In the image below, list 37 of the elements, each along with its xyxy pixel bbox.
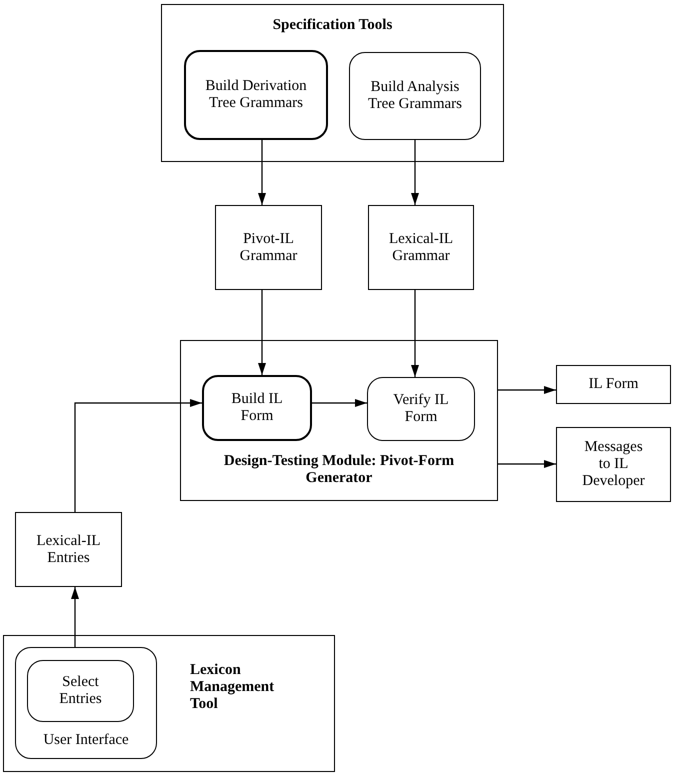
arrow: [258, 290, 266, 375]
node-label: Build Derivation Tree Grammars: [204, 78, 308, 112]
arrow: [411, 140, 419, 205]
group-heading: Lexicon Management Tool: [190, 662, 276, 713]
arrow: [411, 290, 419, 377]
node-label: IL Form: [588, 376, 638, 393]
node-label: Pivot-IL Grammar: [238, 230, 298, 264]
node-label: Lexical-IL Grammar: [388, 230, 454, 264]
node-label: Select Entries: [58, 674, 103, 708]
arrow: [74, 399, 202, 512]
process-box: [349, 52, 481, 140]
data-box: [215, 205, 322, 290]
arrow: [312, 399, 367, 407]
node-label: Build Analysis Tree Grammars: [366, 79, 463, 113]
output-box: [556, 365, 671, 404]
node-label: Build IL Form: [230, 391, 284, 425]
group-heading: Specification Tools: [272, 17, 394, 34]
group-box: [161, 4, 504, 162]
node-label: Verify IL Form: [392, 392, 450, 426]
node-label: User Interface: [42, 732, 130, 749]
process-box: [202, 375, 312, 441]
arrow: [498, 460, 556, 468]
node-label: Messages to IL Developer: [581, 439, 646, 490]
node-label: Lexical-IL Entries: [35, 532, 102, 566]
group-box: [180, 340, 498, 501]
arrow: [71, 587, 79, 647]
interface-box: [15, 647, 157, 759]
group-heading: Design-Testing Module: Pivot-Form Generator: [222, 453, 456, 487]
process-box: [27, 660, 134, 722]
process-box: [184, 50, 328, 140]
data-box: [368, 205, 474, 290]
group-box: [3, 635, 335, 772]
data-box: [15, 512, 122, 587]
output-box: [556, 427, 671, 502]
arrow: [498, 386, 556, 394]
arrow: [258, 140, 266, 205]
process-box: [367, 377, 475, 441]
